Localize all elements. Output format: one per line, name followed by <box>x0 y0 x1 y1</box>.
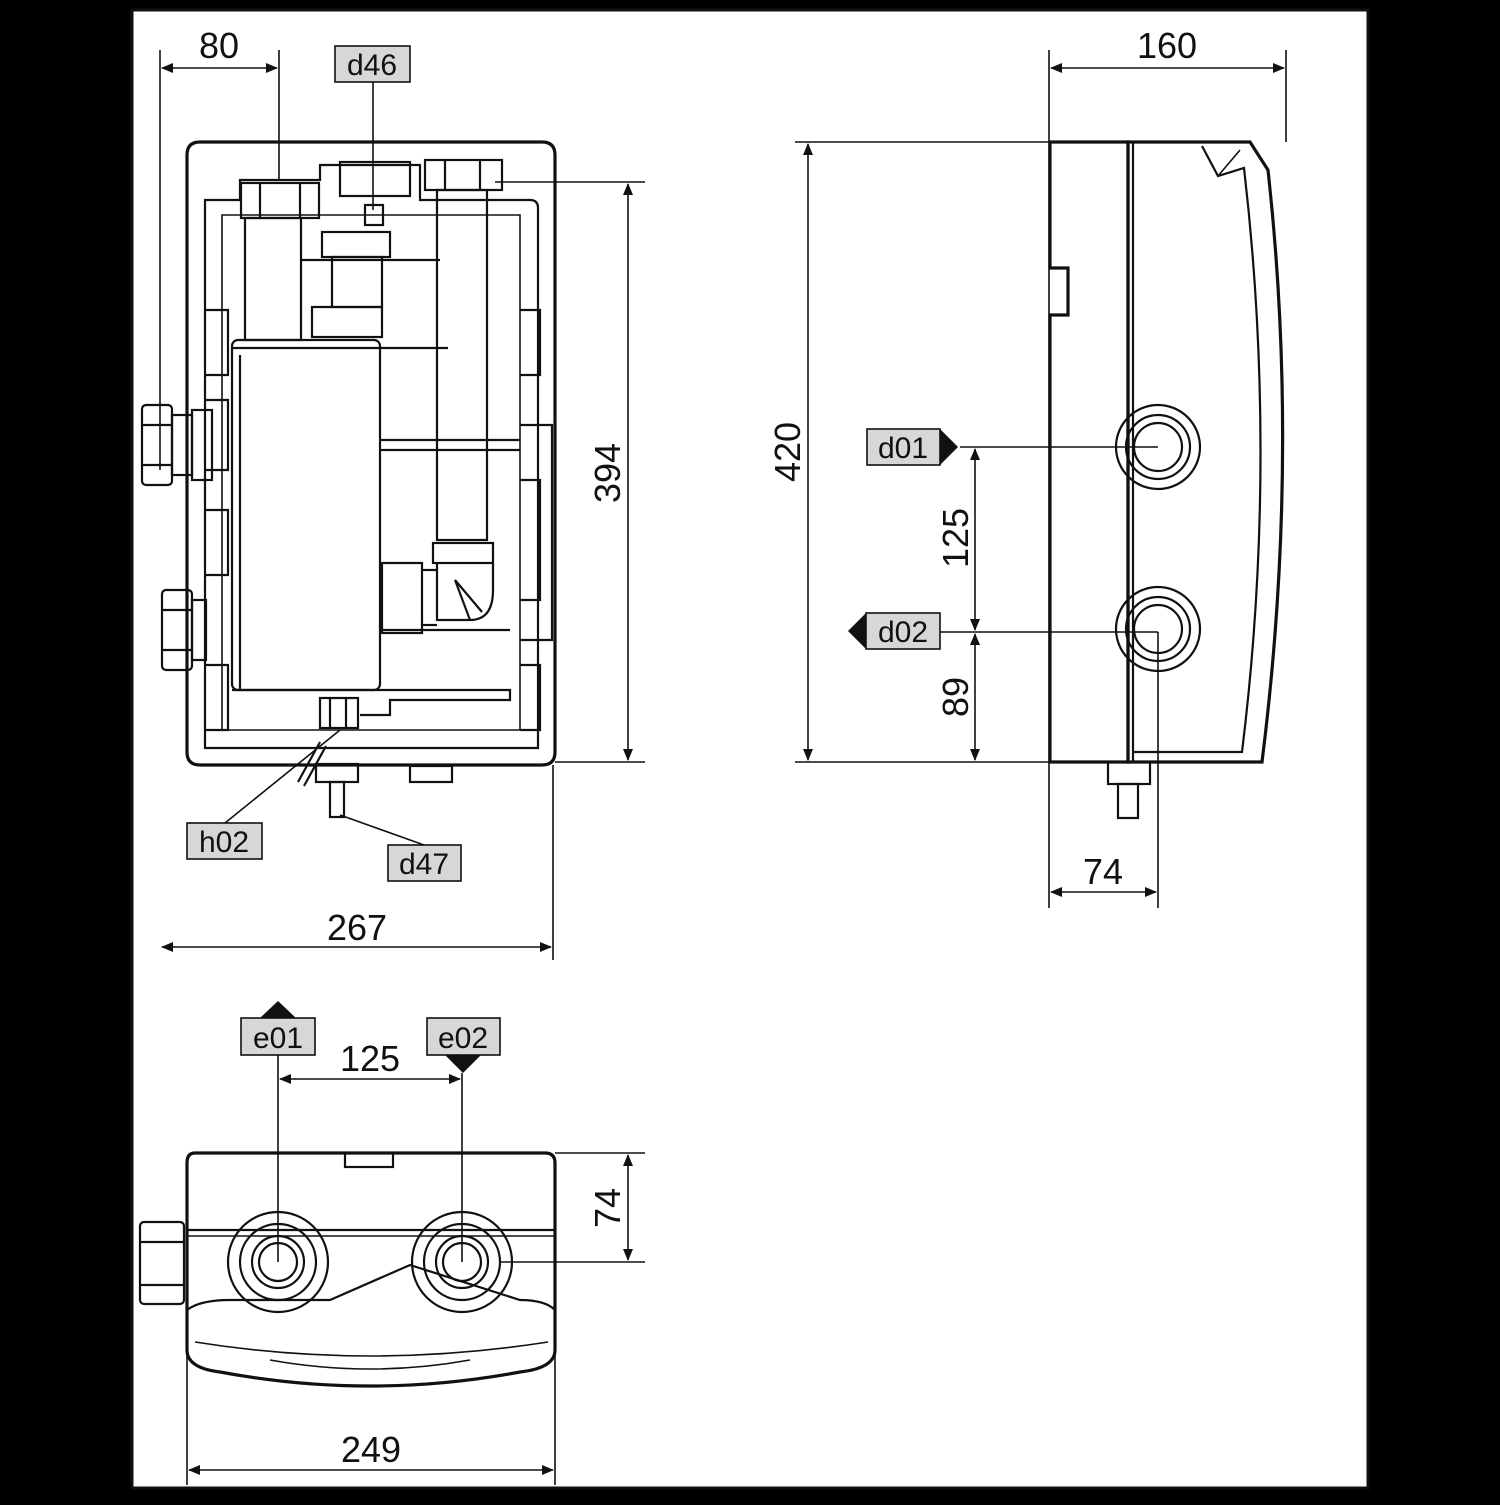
bottom-view: 125 74 249 e01 e02 <box>138 1001 645 1485</box>
dim-bottom-width: 249 <box>341 1429 401 1470</box>
svg-text:e01: e01 <box>253 1022 303 1055</box>
svg-text:d01: d01 <box>878 432 928 465</box>
front-view: 80 394 267 d46 h02 <box>140 25 645 960</box>
dim-front-height: 394 <box>587 443 628 503</box>
dim-side-connection-depth: 74 <box>1083 851 1123 892</box>
dim-side-height: 420 <box>767 422 808 482</box>
callout-e01: e01 <box>240 1001 316 1056</box>
dim-front-top-offset: 80 <box>199 25 239 66</box>
svg-text:d46: d46 <box>347 49 397 82</box>
svg-text:d47: d47 <box>399 848 449 881</box>
dim-front-width: 267 <box>327 907 387 948</box>
dim-bottom-depth: 74 <box>587 1188 628 1228</box>
dim-side-connection-spacing: 125 <box>935 508 976 568</box>
svg-text:d02: d02 <box>878 616 928 649</box>
callout-h02: h02 <box>186 729 341 860</box>
side-view: 160 420 125 89 74 <box>767 25 1287 908</box>
callout-d01: d01 <box>866 428 958 466</box>
dim-side-lower-offset: 89 <box>935 677 976 717</box>
callout-d46: d46 <box>334 45 411 210</box>
svg-text:h02: h02 <box>199 826 249 859</box>
dim-side-depth: 160 <box>1137 25 1197 66</box>
callout-e02: e02 <box>426 1017 501 1073</box>
callout-d02: d02 <box>848 612 941 650</box>
callout-d47: d47 <box>339 814 462 882</box>
svg-text:e02: e02 <box>438 1022 488 1055</box>
dim-bottom-connection-spacing: 125 <box>340 1038 400 1079</box>
